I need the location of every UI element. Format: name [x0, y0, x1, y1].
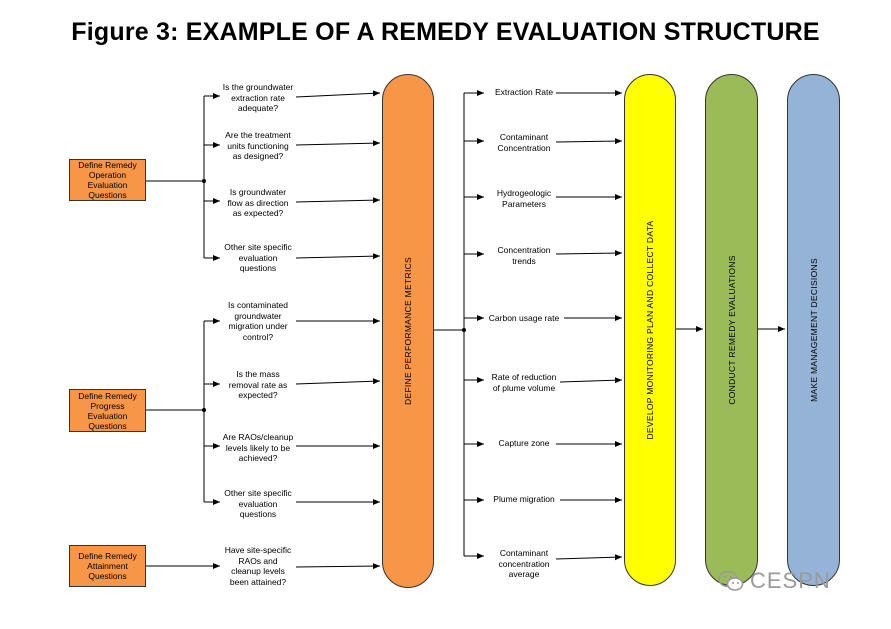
connector-17	[295, 253, 381, 260]
connector-15	[295, 140, 381, 147]
stage-remedy-evaluations: CONDUCT REMEDY EVALUATIONS	[705, 74, 758, 586]
connector-22	[295, 563, 381, 570]
stage-remedy-evaluations-label: CONDUCT REMEDY EVALUATIONS	[726, 255, 737, 405]
junction-dot-operation	[202, 179, 206, 183]
connector-14	[295, 90, 381, 98]
stage-monitoring: DEVELOP MONITORING PLAN AND COLLECT DATA	[624, 74, 676, 586]
question-1: Is the groundwater extraction rate adequ…	[222, 82, 294, 113]
wechat-icon	[718, 570, 744, 591]
metric-4: Concentration trends	[497, 245, 551, 266]
junction-dot-metrics	[462, 328, 466, 332]
metric-2: Contaminant Concentration	[497, 132, 551, 153]
question-4: Other site specific evaluation questions	[224, 242, 292, 273]
metric-3: Hydrogeologic Parameters	[496, 188, 552, 209]
connector-37	[555, 250, 623, 257]
stage-management-decisions-label: MAKE MANAGEMENT DECISIONS	[808, 258, 819, 402]
connector-16	[295, 197, 381, 204]
question-7: Are RAOs/cleanup levels likely to be ach…	[222, 432, 294, 463]
connector-42	[555, 554, 623, 561]
question-9: Have site-specific RAOs and cleanup leve…	[224, 545, 292, 587]
metric-5: Carbon usage rate	[488, 313, 560, 323]
stage-management-decisions: MAKE MANAGEMENT DECISIONS	[787, 74, 840, 586]
question-8: Other site specific evaluation questions	[224, 488, 292, 519]
question-6: Is the mass removal rate as expected?	[228, 369, 288, 400]
watermark-text: CESPN	[750, 568, 831, 593]
metric-6: Rate of reduction of plume volume	[491, 372, 557, 393]
question-2: Are the treatment units functioning as d…	[225, 130, 291, 161]
metric-8: Plume migration	[493, 494, 555, 504]
connector-39	[559, 377, 623, 384]
question-3: Is groundwater flow as direction as expe…	[227, 187, 289, 218]
eval-box-operation: Define Remedy Operation Evaluation Quest…	[69, 159, 146, 201]
watermark: CESPN	[718, 568, 831, 594]
stage-monitoring-label: DEVELOP MONITORING PLAN AND COLLECT DATA	[645, 220, 655, 440]
junction-dot-progress	[202, 408, 206, 412]
metric-1: Extraction Rate	[494, 87, 554, 97]
metric-7: Capture zone	[498, 438, 550, 448]
question-5: Is contaminated groundwater migration un…	[227, 300, 288, 342]
eval-box-attainment: Define Remedy Attainment Questions	[69, 545, 146, 587]
stage-define-metrics: DEFINE PERFORMANCE METRICS	[382, 74, 434, 588]
eval-box-progress: Define Remedy Progress Evaluation Questi…	[69, 389, 146, 432]
connector-19	[295, 378, 381, 385]
metric-9: Contaminant concentration average	[498, 548, 550, 579]
stage-define-metrics-label: DEFINE PERFORMANCE METRICS	[403, 256, 413, 406]
figure-title: Figure 3: EXAMPLE OF A REMEDY EVALUATION…	[71, 18, 820, 46]
connector-35	[555, 138, 623, 145]
